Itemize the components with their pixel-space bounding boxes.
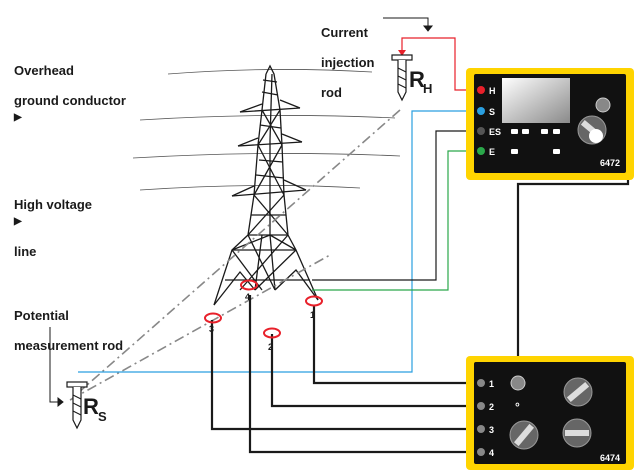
potential-label-line1: Potential (14, 308, 69, 323)
device-6474-knob-right[interactable] (562, 418, 592, 448)
hv-arrow-icon: ▶ (14, 216, 22, 227)
clamp-label-2: 2 (268, 342, 273, 352)
device-6472-indicators (511, 129, 560, 154)
device-6474-model: 6474 (600, 453, 620, 463)
device-6472-button[interactable] (589, 129, 603, 143)
clamps (204, 279, 323, 339)
potential-measurement-rod-label: Potential measurement rod (14, 293, 123, 353)
terminal-s[interactable] (477, 107, 485, 115)
clamp-3 (204, 312, 222, 324)
terminal-es[interactable] (477, 127, 485, 135)
terminal-label-3: 3 (489, 425, 494, 435)
device-6472-screen (502, 78, 570, 123)
terminal-1[interactable] (477, 379, 485, 387)
device-6474-knob-top[interactable] (563, 377, 593, 407)
terminal-2[interactable] (477, 402, 485, 410)
hv-label-line2: line (14, 244, 37, 259)
device-6474-knob-left[interactable] (509, 420, 539, 450)
current-rod-label-line1: Current (321, 25, 368, 40)
device-6472-jack[interactable] (595, 97, 611, 113)
wire-current-injection (401, 37, 476, 91)
terminal-label-h: H (489, 86, 496, 96)
device-6472: H S ES E 6472 (466, 68, 634, 180)
rs-letter: R (83, 394, 99, 419)
clamp-label-3: 3 (209, 324, 214, 334)
terminal-label-e: E (489, 147, 495, 157)
current-rod-label-line2: injection (321, 55, 375, 70)
alignment-lines (69, 109, 401, 401)
wire-potential (78, 110, 476, 373)
ground-wires (210, 78, 630, 454)
overhead-label-line2: ground conductor (14, 93, 126, 108)
hv-label-line1: High voltage (14, 197, 93, 212)
rh-letter: R (409, 67, 425, 92)
clamp-4 (240, 279, 258, 291)
terminal-label-s: S (489, 107, 495, 117)
terminal-h[interactable] (477, 86, 485, 94)
clamp-label-1: 1 (310, 310, 315, 320)
terminal-e[interactable] (477, 147, 485, 155)
device-6474: ° 1 2 3 4 6474 (466, 356, 634, 470)
terminal-4[interactable] (477, 448, 485, 456)
rh-subscript: H (423, 81, 432, 96)
leader-lines (49, 17, 434, 408)
current-wire-arrow-icon (398, 50, 406, 56)
terminal-label-es: ES (489, 127, 501, 137)
potential-measurement-rod (66, 381, 88, 430)
rs-subscript: S (98, 409, 107, 424)
terminal-3[interactable] (477, 425, 485, 433)
current-injection-rod-label: Current injection rod (321, 10, 374, 100)
overhead-ground-conductor-label: Overhead ground conductor ▶ (14, 48, 126, 125)
terminal-label-1: 1 (489, 379, 494, 389)
device-6474-mark: ° (515, 400, 520, 414)
overhead-arrow-icon: ▶ (14, 112, 22, 123)
clamp-2 (263, 327, 281, 339)
wire-earth (312, 150, 476, 291)
device-6474-jack[interactable] (510, 375, 526, 391)
terminal-label-2: 2 (489, 402, 494, 412)
transmission-tower (213, 64, 319, 306)
clamp-1 (305, 295, 323, 307)
overhead-label-line1: Overhead (14, 63, 74, 78)
device-6472-model: 6472 (600, 158, 620, 168)
wire-earth-sense (312, 130, 476, 281)
clamp-label-4: 4 (245, 292, 250, 302)
current-injection-rod (391, 54, 413, 102)
potential-label-line2: measurement rod (14, 338, 124, 353)
current-rod-label-line3: rod (321, 85, 342, 100)
high-voltage-line-label: High voltage ▶ line (14, 182, 92, 259)
terminal-label-4: 4 (489, 448, 494, 458)
